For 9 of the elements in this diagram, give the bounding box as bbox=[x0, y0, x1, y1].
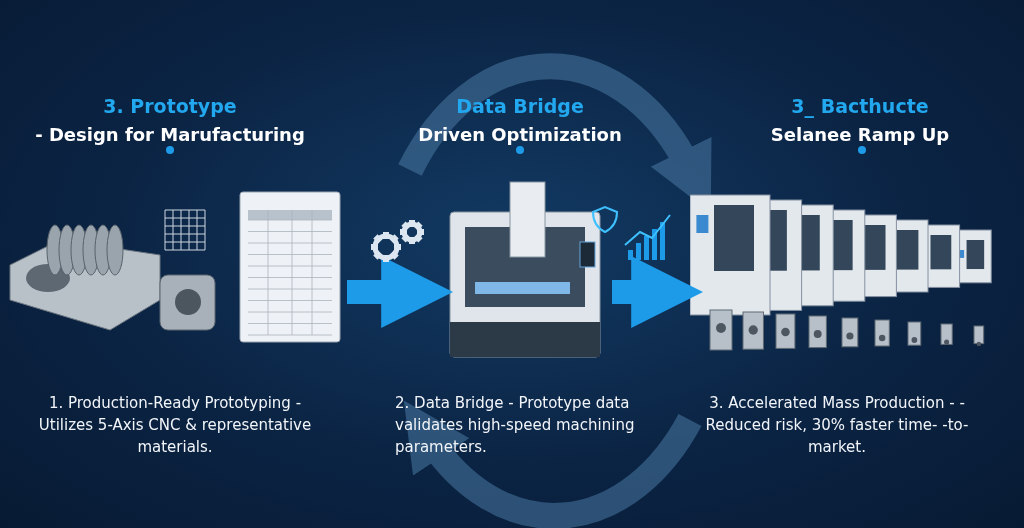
stage-heading: 3_ Bacthucte bbox=[790, 95, 930, 117]
stage-heading: Driven Optimization bbox=[417, 124, 623, 145]
step-description: 1. Production-Ready Prototyping - Utilizes 5-Axis CNC & representative materials. bbox=[37, 393, 313, 458]
step-description: 2. Data Bridge - Prototype data validates high-speed machining parameters. bbox=[395, 393, 636, 458]
stage-heading: Selanee Ramp Up bbox=[769, 124, 951, 145]
stage-heading: 3. Prototype bbox=[102, 95, 238, 117]
stage-heading: - Design for Marufacturing bbox=[34, 124, 306, 145]
step-description: 3. Accelerated Mass Production - - Reduced risk, 30% faster time- -to-market. bbox=[704, 393, 970, 458]
stage-heading: Data Bridge bbox=[455, 95, 585, 117]
